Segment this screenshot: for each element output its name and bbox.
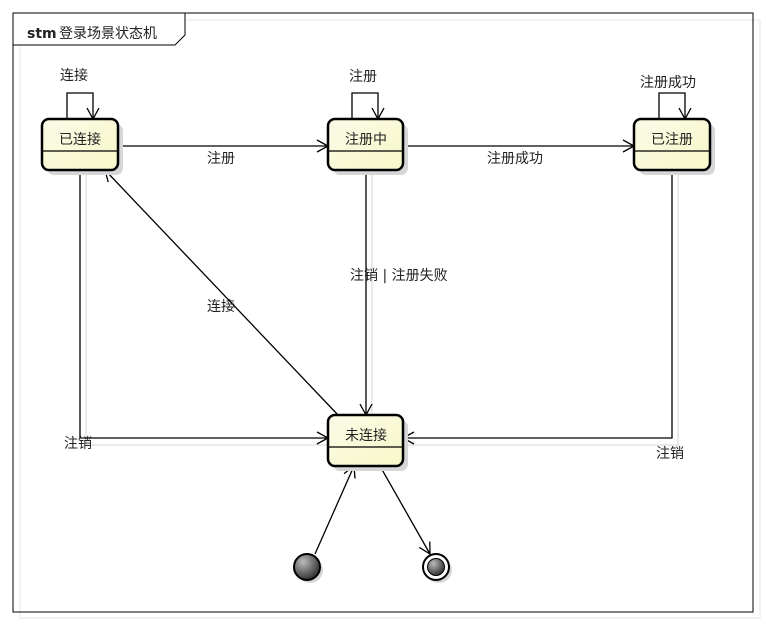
frame-shadow	[19, 19, 761, 619]
state-registering[interactable]: 注册中	[326, 117, 408, 175]
state-registered[interactable]: 已注册	[632, 117, 715, 175]
state-connected-label: 已连接	[59, 131, 101, 148]
self-loop-connected[interactable]	[66, 92, 100, 121]
edge-registered-to-disconnected[interactable]	[401, 170, 673, 445]
state-disconnected[interactable]: 未连接	[326, 413, 408, 471]
state-connected[interactable]: 已连接	[40, 117, 123, 175]
edge-initial-to-disconnected[interactable]	[314, 464, 356, 555]
state-disconnected-label: 未连接	[345, 427, 387, 444]
initial-state[interactable]	[293, 553, 323, 583]
label-connected-self: 连接	[60, 67, 88, 84]
frame-title-tab	[12, 12, 186, 46]
self-loop-registered[interactable]	[658, 92, 692, 121]
label-registered-to-disconnected: 注销	[656, 446, 684, 462]
diagram-frame	[12, 12, 754, 613]
state-registered-label: 已注册	[651, 132, 693, 148]
frame-keyword: stm	[27, 26, 57, 42]
edge-disconnected-to-final[interactable]	[379, 465, 431, 556]
label-registering-to-registered: 注册成功	[487, 151, 543, 167]
edge-disconnected-to-connected[interactable]	[104, 169, 339, 416]
frame-title: 登录场景状态机	[59, 26, 157, 42]
label-registering-to-disconnected: 注销 | 注册失败	[350, 268, 448, 284]
label-registered-self: 注册成功	[640, 75, 696, 91]
final-state[interactable]	[422, 553, 452, 583]
label-registering-self: 注册	[349, 69, 377, 85]
edge-connected-to-disconnected[interactable]	[79, 170, 330, 445]
state-registering-label: 注册中	[345, 132, 387, 148]
label-disconnected-to-connected: 连接	[207, 298, 235, 315]
self-loop-registering[interactable]	[351, 92, 385, 121]
label-connected-to-disconnected: 注销	[64, 436, 92, 452]
label-connected-to-registering: 注册	[207, 151, 235, 167]
